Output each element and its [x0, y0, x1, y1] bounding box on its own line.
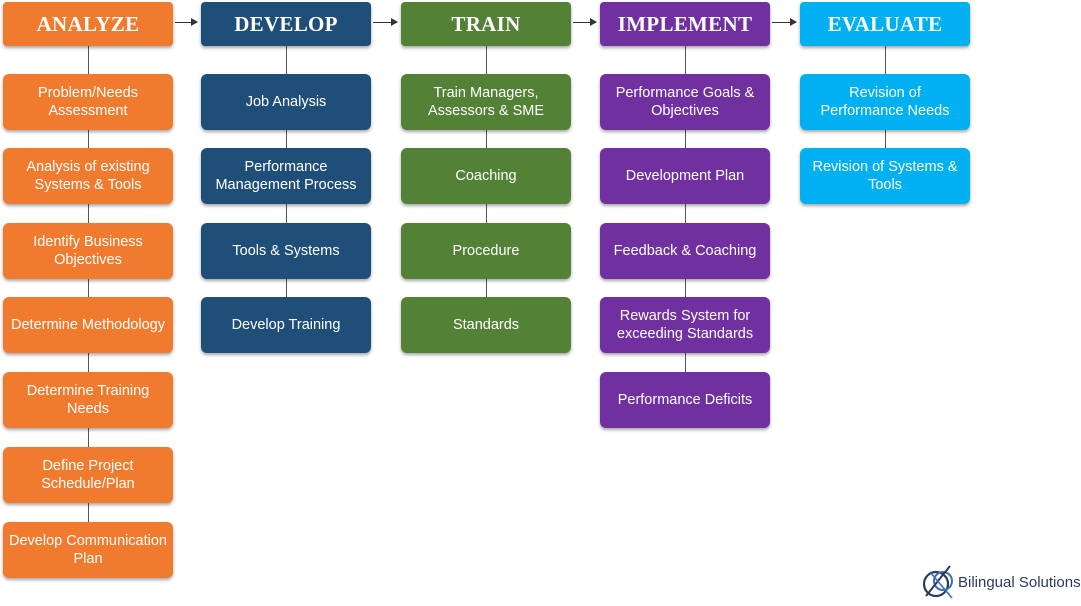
step-box: Define Project Schedule/Plan	[3, 447, 173, 503]
step-box: Determine Methodology	[3, 297, 173, 353]
step-box: Performance Deficits	[600, 372, 770, 428]
step-box: Determine Training Needs	[3, 372, 173, 428]
step-box: Develop Training	[201, 297, 371, 353]
step-box: Problem/Needs Assessment	[3, 74, 173, 130]
step-box: Analysis of existing Systems & Tools	[3, 148, 173, 204]
step-box: Performance Management Process	[201, 148, 371, 204]
step-box: Rewards System for exceeding Standards	[600, 297, 770, 353]
header-develop: DEVELOP	[201, 2, 371, 46]
step-box: Identify Business Objectives	[3, 223, 173, 279]
step-box: Revision of Performance Needs	[800, 74, 970, 130]
header-evaluate: EVALUATE	[800, 2, 970, 46]
step-box: Standards	[401, 297, 571, 353]
header-implement: IMPLEMENT	[600, 2, 770, 46]
flow-arrow	[573, 18, 597, 26]
column-train: TRAIN Train Managers, Assessors & SME Coac…	[401, 0, 571, 606]
step-box: Performance Goals & Objectives	[600, 74, 770, 130]
step-box: Develop Communication Plan	[3, 522, 173, 578]
header-analyze: ANALYZE	[3, 2, 173, 46]
step-box: Coaching	[401, 148, 571, 204]
step-box: Development Plan	[600, 148, 770, 204]
step-box: Tools & Systems	[201, 223, 371, 279]
flow-arrow	[373, 18, 398, 26]
header-train: TRAIN	[401, 2, 571, 46]
bilingual-solutions-logo-icon	[922, 565, 953, 599]
flow-arrow	[175, 18, 198, 26]
step-box: Procedure	[401, 223, 571, 279]
brand-logo: Bilingual Solutions	[918, 560, 1081, 602]
step-box: Job Analysis	[201, 74, 371, 130]
step-box: Revision of Systems & Tools	[800, 148, 970, 204]
logo-text: Bilingual Solutions	[958, 574, 1081, 591]
flow-arrow	[772, 18, 797, 26]
step-box: Train Managers, Assessors & SME	[401, 74, 571, 130]
step-box: Feedback & Coaching	[600, 223, 770, 279]
